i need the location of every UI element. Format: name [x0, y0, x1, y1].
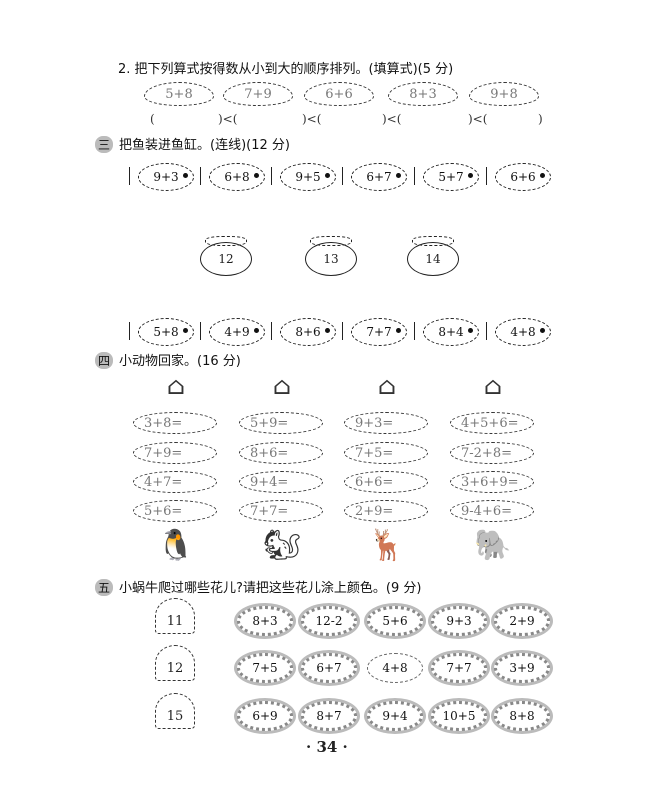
equation-oval[interactable]: 4+7= [133, 471, 217, 493]
equation-oval[interactable]: 4+5+6= [450, 412, 534, 434]
house-icon: ⌂ [483, 372, 503, 400]
section5-header: 五小蜗牛爬过哪些花儿?请把这些花儿涂上颜色。(9 分) [95, 577, 421, 596]
flower[interactable]: 10+5 [431, 701, 487, 731]
flower[interactable]: 8+7 [301, 701, 357, 731]
fish-top[interactable]: 6+7 [342, 163, 407, 191]
equation-oval[interactable]: 3+8= [133, 412, 217, 434]
fish-tank[interactable]: 13 [305, 242, 357, 276]
flower[interactable]: 7+7 [431, 653, 487, 683]
flower[interactable]: 5+6 [367, 606, 423, 636]
fish-top[interactable]: 5+7 [414, 163, 479, 191]
flower[interactable]: 8+8 [494, 701, 550, 731]
flower[interactable]: 2+9 [494, 606, 550, 636]
equation-oval[interactable]: 7+9= [133, 442, 217, 464]
answer-blank[interactable]: )<( [468, 112, 488, 126]
equation-oval[interactable]: 9-4+6= [450, 500, 534, 522]
fish-bottom[interactable]: 4+8 [486, 318, 551, 346]
equation-oval[interactable]: 2+9= [344, 500, 428, 522]
fish-bottom[interactable]: 7+7 [342, 318, 407, 346]
flower[interactable]: 8+3 [237, 606, 293, 636]
flower[interactable]: 6+7 [301, 653, 357, 683]
equation-oval[interactable]: 5+9= [239, 412, 323, 434]
fish-bottom[interactable]: 8+6 [271, 318, 336, 346]
animal-icon: 🦌 [368, 528, 406, 563]
section-number: 三 [95, 136, 114, 153]
equation-oval[interactable]: 7+7= [239, 500, 323, 522]
section-number: 四 [95, 352, 114, 369]
answer-blank[interactable]: )<( [302, 112, 322, 126]
equation-oval[interactable]: 7-2+8= [450, 442, 534, 464]
fish-top[interactable]: 9+3 [129, 163, 194, 191]
flower[interactable]: 6+9 [237, 701, 293, 731]
house-icon: ⌂ [377, 372, 397, 400]
leaf-expression: 6+6 [304, 82, 374, 106]
equation-oval[interactable]: 6+6= [344, 471, 428, 493]
flower[interactable]: 12-2 [301, 606, 357, 636]
flower[interactable]: 9+3 [431, 606, 487, 636]
fish-top[interactable]: 6+8 [200, 163, 265, 191]
flower[interactable]: 3+9 [494, 653, 550, 683]
equation-oval[interactable]: 8+6= [239, 442, 323, 464]
section3-header: 三把鱼装进鱼缸。(连线)(12 分) [95, 134, 290, 153]
flower[interactable]: 7+5 [237, 653, 293, 683]
leaf-expression: 8+3 [388, 82, 458, 106]
fish-bottom[interactable]: 8+4 [414, 318, 479, 346]
section-title: 小动物回家。(16 分) [119, 354, 241, 369]
equation-oval[interactable]: 5+6= [133, 500, 217, 522]
section-number: 五 [95, 579, 114, 596]
leaf-expression: 5+8 [144, 82, 214, 106]
flower[interactable]: 4+8 [367, 653, 423, 683]
animal-icon: 🐿 [262, 528, 302, 563]
fish-tank[interactable]: 14 [407, 242, 459, 276]
snail-icon: 15 [155, 693, 195, 729]
equation-oval[interactable]: 7+5= [344, 442, 428, 464]
answer-blank[interactable]: )<( [382, 112, 402, 126]
section-title: 把鱼装进鱼缸。(连线)(12 分) [119, 138, 290, 153]
fish-top[interactable]: 6+6 [486, 163, 551, 191]
snail-icon: 11 [155, 598, 195, 634]
flower[interactable]: 9+4 [367, 701, 423, 731]
fish-tank[interactable]: 12 [200, 242, 252, 276]
fish-bottom[interactable]: 4+9 [200, 318, 265, 346]
equation-oval[interactable]: 9+3= [344, 412, 428, 434]
animal-icon: 🐘 [474, 528, 512, 563]
section-title: 小蜗牛爬过哪些花儿?请把这些花儿涂上颜色。(9 分) [119, 581, 422, 596]
fish-top[interactable]: 9+5 [271, 163, 336, 191]
house-icon: ⌂ [272, 372, 292, 400]
page-number: · 34 · [306, 738, 348, 756]
fish-bottom[interactable]: 5+8 [129, 318, 194, 346]
leaf-expression: 7+9 [223, 82, 293, 106]
q2-prompt: 2. 把下列算式按得数从小到大的顺序排列。(填算式)(5 分) [118, 62, 454, 77]
house-icon: ⌂ [166, 372, 186, 400]
equation-oval[interactable]: 3+6+9= [450, 471, 534, 493]
answer-blank[interactable]: )<( [218, 112, 238, 126]
section4-header: 四小动物回家。(16 分) [95, 350, 241, 369]
leaf-expression: 9+8 [469, 82, 539, 106]
animal-icon: 🐧 [157, 528, 195, 563]
answer-blank[interactable]: ) [538, 112, 543, 126]
snail-icon: 12 [155, 645, 195, 681]
equation-oval[interactable]: 9+4= [239, 471, 323, 493]
answer-blank[interactable]: ( [150, 112, 155, 126]
